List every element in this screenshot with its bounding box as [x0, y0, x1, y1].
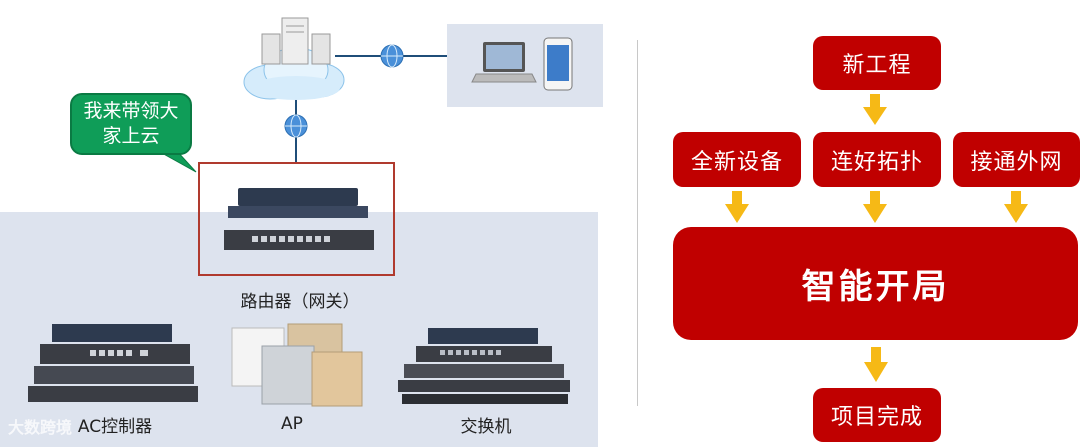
ap-label: AP [262, 412, 322, 436]
panel-divider [637, 40, 638, 406]
down-arrow-icon [725, 191, 749, 223]
down-arrow-icon [1004, 191, 1028, 223]
laptop-icon [472, 42, 536, 82]
flow-box-external-network: 接通外网 [953, 132, 1080, 187]
switch-label: 交换机 [436, 412, 536, 436]
router-highlight-frame [198, 162, 395, 276]
down-arrow-icon [863, 94, 887, 125]
flow-box-project-complete: 项目完成 [813, 388, 941, 442]
globe-icon [381, 45, 403, 67]
flow-box-new-project: 新工程 [813, 36, 941, 90]
phone-icon [544, 38, 572, 90]
globe-icon [285, 115, 307, 137]
speech-bubble: 我来带领大家上云 [70, 93, 192, 155]
flow-box-smart-deployment: 智能开局 [673, 227, 1078, 340]
ac-controller-icon [28, 324, 198, 402]
watermark: 大数跨境 [8, 414, 72, 438]
down-arrow-icon [864, 347, 888, 382]
server-icon [262, 18, 330, 64]
speech-bubble-text: 我来带领大家上云 [81, 99, 181, 149]
flow-box-topology: 连好拓扑 [813, 132, 941, 187]
flow-box-new-devices: 全新设备 [673, 132, 801, 187]
ap-icon [232, 324, 362, 406]
down-arrow-icon [863, 191, 887, 223]
switch-icon [398, 328, 570, 404]
router-label: 路由器（网关） [210, 287, 390, 311]
